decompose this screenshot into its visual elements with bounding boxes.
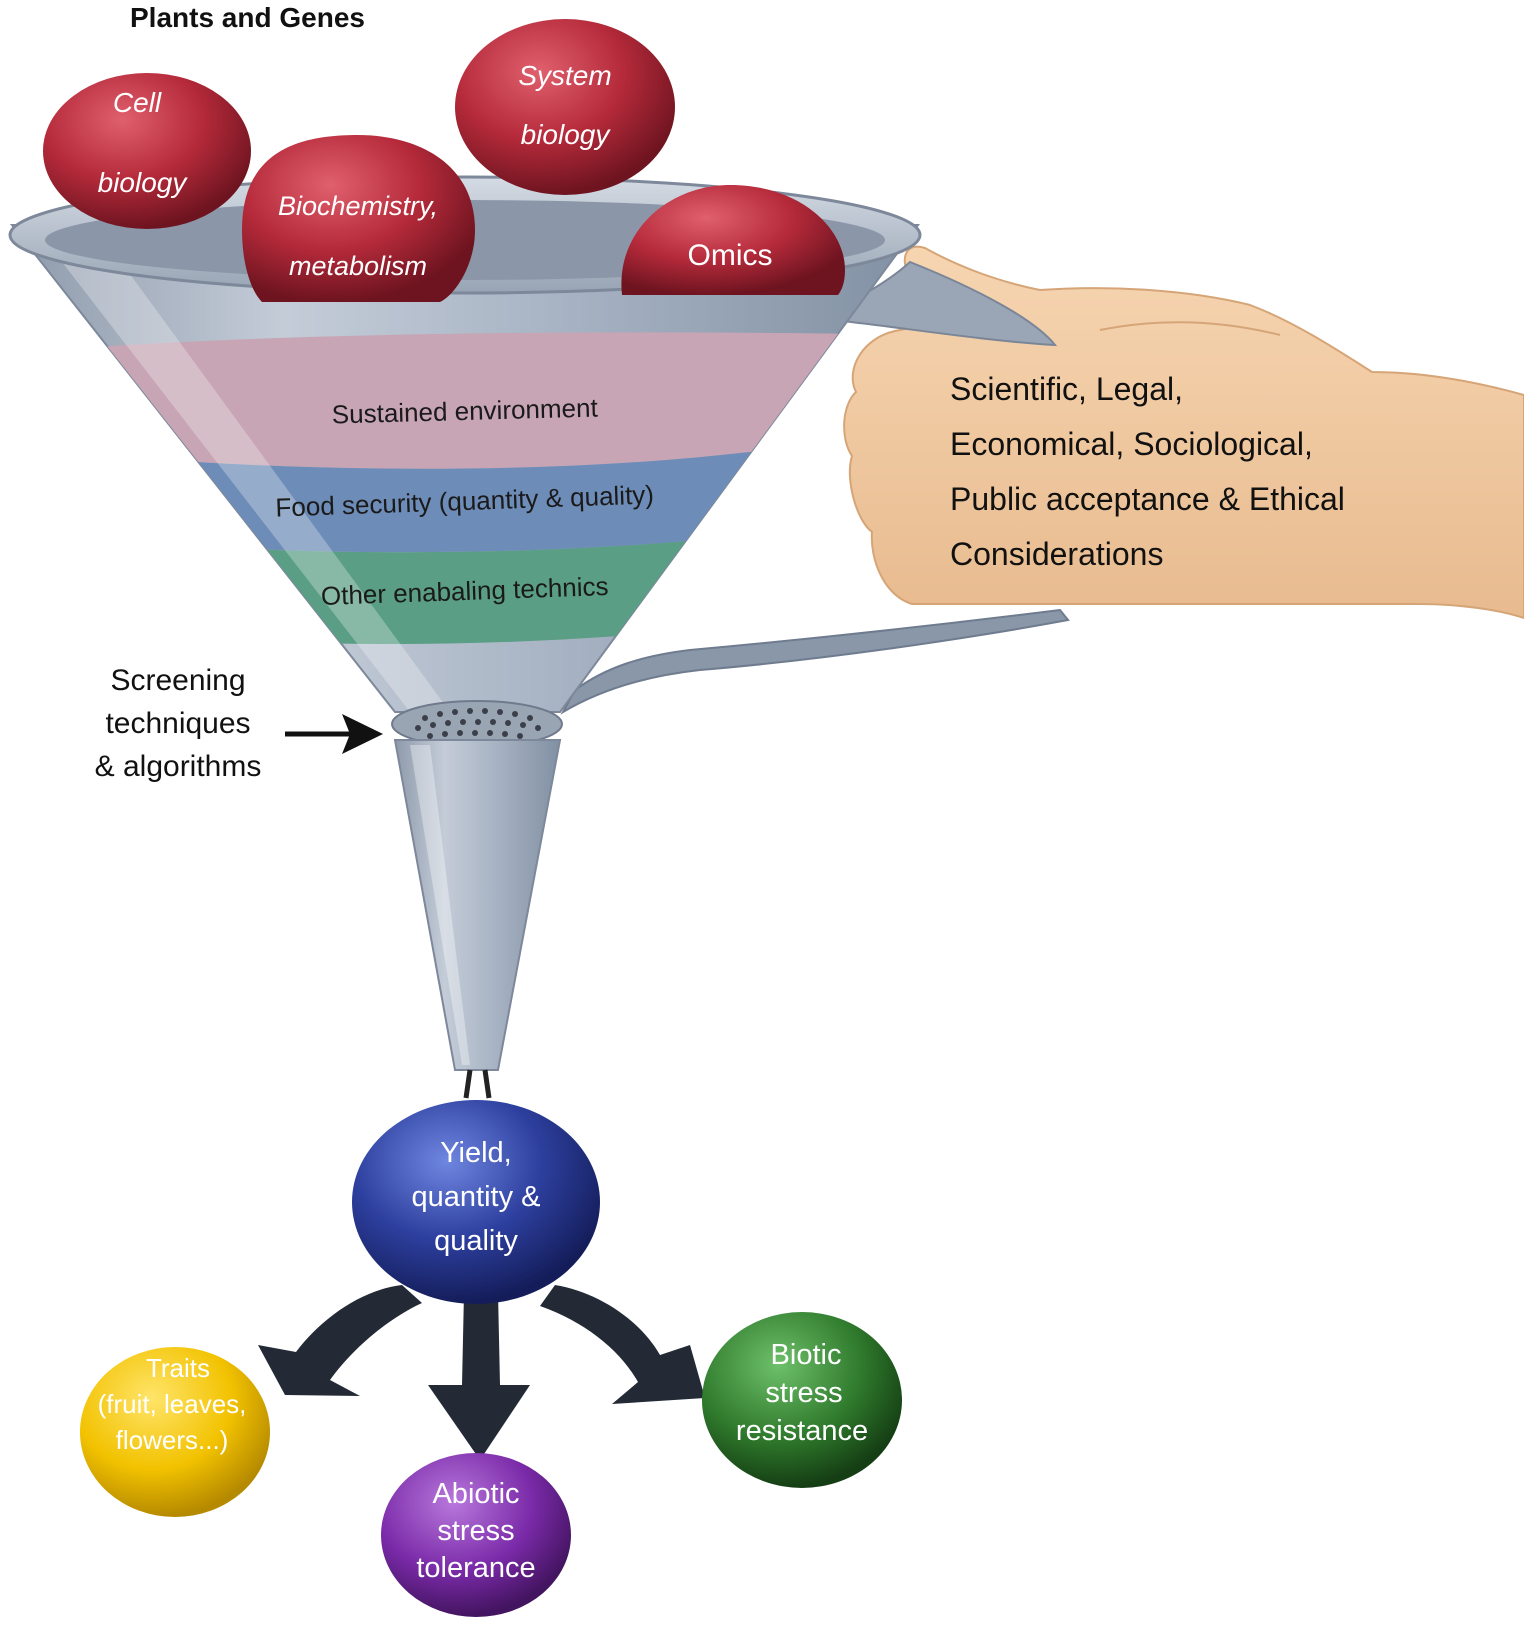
- band-label-environment: Sustained environment: [331, 393, 598, 430]
- considerations-line: Considerations: [950, 536, 1163, 572]
- branch-arrow-right-icon: [540, 1285, 705, 1404]
- branch-line: Abiotic: [432, 1478, 519, 1510]
- outcome-line: quality: [434, 1225, 518, 1257]
- screening-line: techniques: [105, 707, 250, 740]
- diagram-title: Plants and Genes: [130, 2, 365, 33]
- branch-line: Biotic: [771, 1339, 842, 1371]
- branch-arrows: [258, 1285, 705, 1460]
- input-label-line: metabolism: [289, 251, 427, 281]
- branch-line: Traits: [146, 1353, 210, 1383]
- screening-line: & algorithms: [95, 750, 262, 783]
- input-ball-omics: Omics: [621, 185, 845, 295]
- branch-ball-abiotic: Abiotic stress tolerance: [381, 1453, 571, 1617]
- branch-arrow-left-icon: [258, 1285, 422, 1396]
- branch-line: stress: [437, 1515, 514, 1547]
- input-label-line: Biochemistry,: [278, 191, 438, 221]
- input-ball-biochemistry: Biochemistry, metabolism: [242, 135, 475, 302]
- branch-line: flowers...): [116, 1425, 229, 1455]
- outcome-line: Yield,: [440, 1137, 511, 1169]
- branch-ball-biotic: Biotic stress resistance: [702, 1312, 902, 1488]
- screening-label: Screening techniques & algorithms: [95, 664, 262, 783]
- branch-line: (fruit, leaves,: [98, 1389, 247, 1419]
- input-label-line: biology: [98, 167, 189, 198]
- branch-arrow-down-icon: [428, 1292, 530, 1460]
- input-ball-cell-biology: Cell biology: [43, 73, 251, 229]
- outcome-line: quantity &: [412, 1181, 541, 1213]
- branch-line: stress: [765, 1377, 842, 1409]
- considerations-line: Economical, Sociological,: [950, 426, 1313, 462]
- branch-line: resistance: [736, 1415, 868, 1447]
- branch-line: tolerance: [416, 1552, 535, 1584]
- considerations-text: Scientific, Legal, Economical, Sociologi…: [950, 371, 1345, 572]
- screening-line: Screening: [110, 664, 245, 697]
- input-label-line: biology: [521, 119, 612, 150]
- band-environment-shape: [12, 332, 918, 469]
- outcome-ball-yield: Yield, quantity & quality: [352, 1100, 600, 1304]
- sieve-filter: [391, 700, 563, 748]
- screening-arrow-icon: [285, 714, 383, 754]
- considerations-line: Public acceptance & Ethical: [950, 481, 1345, 517]
- input-ball-system-biology: System biology: [455, 19, 675, 195]
- input-label-line: System: [518, 60, 611, 91]
- considerations-line: Scientific, Legal,: [950, 371, 1183, 407]
- input-label-line: Cell: [113, 87, 162, 118]
- branch-ball-traits: Traits (fruit, leaves, flowers...): [80, 1347, 270, 1517]
- input-label-line: Omics: [688, 239, 773, 272]
- funnel-spout: [393, 739, 562, 1099]
